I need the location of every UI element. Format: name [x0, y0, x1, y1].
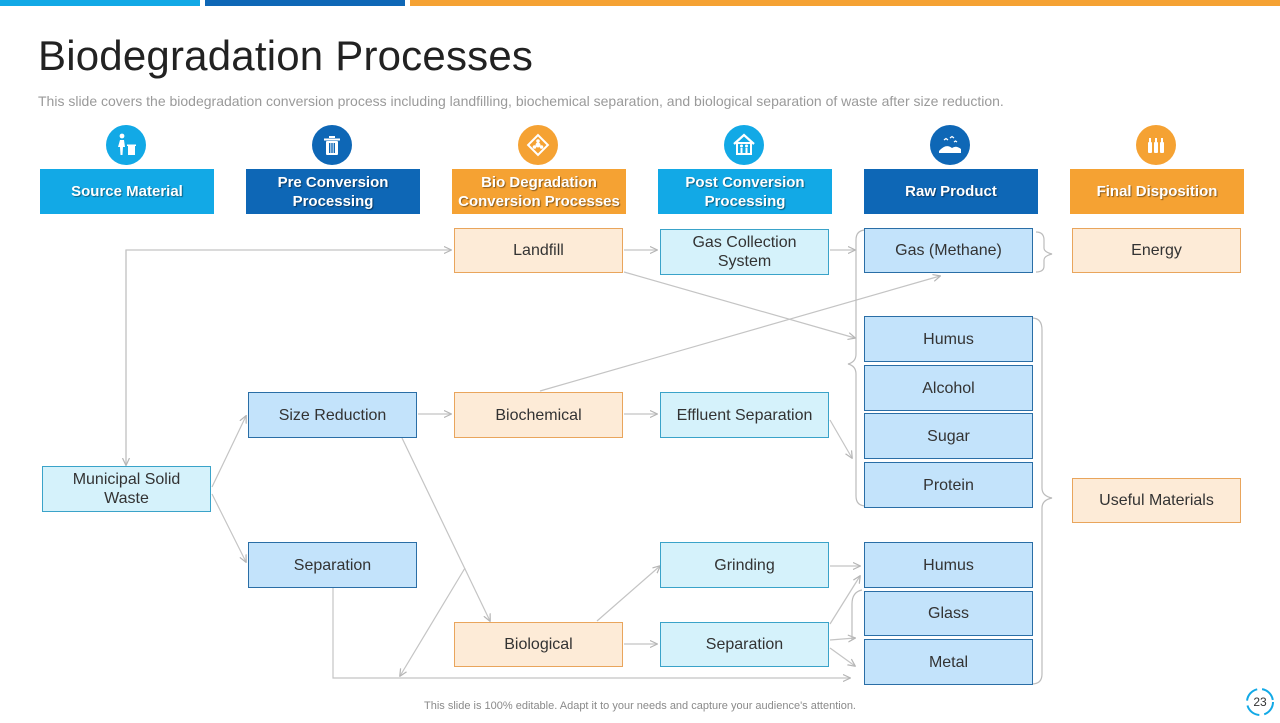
page-subtitle: This slide covers the biodegradation con…	[38, 93, 1004, 109]
header-raw-product: Raw Product	[864, 169, 1038, 214]
node-biochemical: Biochemical	[454, 392, 623, 438]
node-useful-materials: Useful Materials	[1072, 478, 1241, 523]
node-grinding: Grinding	[660, 542, 829, 588]
node-biological: Biological	[454, 622, 623, 667]
node-humus-2: Humus	[864, 542, 1033, 588]
node-size-reduction: Size Reduction	[248, 392, 417, 438]
node-sugar: Sugar	[864, 413, 1033, 459]
home-family-icon	[724, 125, 764, 165]
top-accent-bar-1	[0, 0, 200, 6]
footer-note: This slide is 100% editable. Adapt it to…	[424, 700, 856, 712]
header-final-disposition: Final Disposition	[1070, 169, 1244, 214]
top-accent-bar-2	[205, 0, 405, 6]
node-landfill: Landfill	[454, 228, 623, 273]
node-municipal-solid-waste: Municipal Solid Waste	[42, 466, 211, 512]
page-ring-icon	[1246, 688, 1274, 716]
landscape-icon	[930, 125, 970, 165]
node-gas-collection-system: Gas Collection System	[660, 229, 829, 275]
bottles-icon	[1136, 125, 1176, 165]
recycle-person-icon	[106, 125, 146, 165]
node-glass: Glass	[864, 591, 1033, 636]
node-energy: Energy	[1072, 228, 1241, 273]
node-separation-pre: Separation	[248, 542, 417, 588]
node-metal: Metal	[864, 639, 1033, 685]
trash-bin-icon	[312, 125, 352, 165]
header-source-material: Source Material	[40, 169, 214, 214]
top-accent-bar-3	[410, 0, 1280, 6]
page-title: Biodegradation Processes	[38, 32, 534, 79]
header-bio-degradation-conversion: Bio Degradation Conversion Processes	[452, 169, 626, 214]
page-number-badge: 23	[1244, 686, 1276, 718]
node-effluent-separation: Effluent Separation	[660, 392, 829, 438]
node-gas-methane: Gas (Methane)	[864, 228, 1033, 273]
node-alcohol: Alcohol	[864, 365, 1033, 411]
page-number: 23	[1253, 695, 1267, 709]
header-pre-conversion-processing: Pre Conversion Processing	[246, 169, 420, 214]
node-protein: Protein	[864, 462, 1033, 508]
node-separation-post: Separation	[660, 622, 829, 667]
header-post-conversion-processing: Post Conversion Processing	[658, 169, 832, 214]
node-humus-1: Humus	[864, 316, 1033, 362]
biohazard-icon	[518, 125, 558, 165]
